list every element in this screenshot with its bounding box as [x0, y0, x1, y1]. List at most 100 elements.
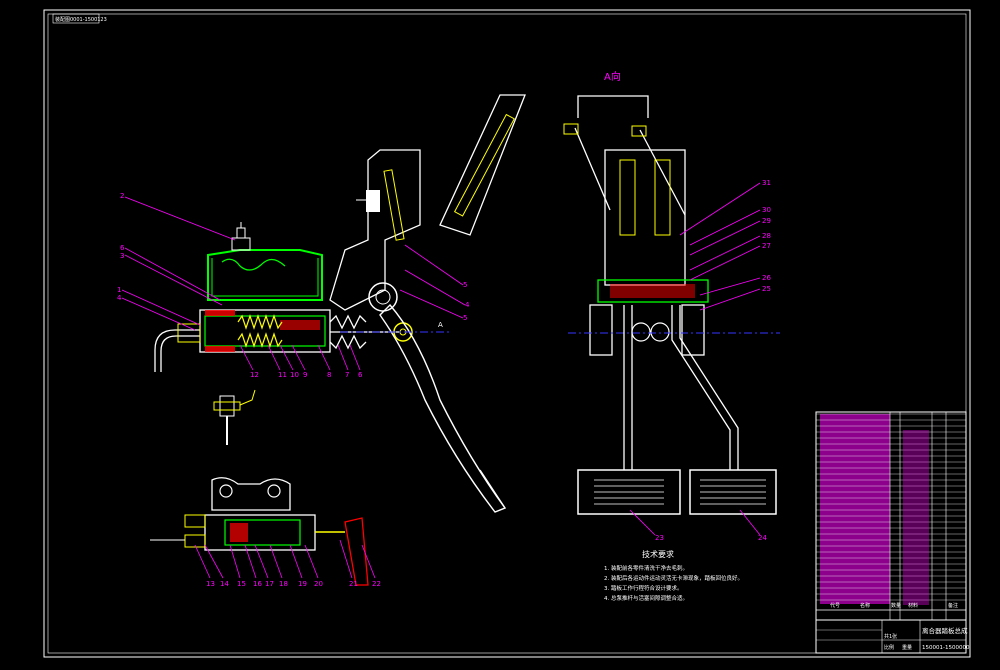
callout-12: 12 — [250, 371, 259, 379]
a-boss-right — [650, 322, 670, 342]
switch-wire — [239, 389, 256, 406]
callout-21: 21 — [349, 580, 358, 588]
switch-nut — [213, 401, 241, 411]
dust-boot-top — [329, 314, 367, 330]
piston-hatch — [280, 320, 320, 330]
view-label: A向 — [604, 70, 621, 83]
lower-pad — [344, 517, 369, 586]
return-spring — [237, 314, 283, 330]
callout-4b: 4 — [465, 301, 470, 309]
callout-29: 29 — [762, 217, 771, 225]
drawing-title: 离合器踏板总成 — [922, 626, 968, 635]
dust-boot-bottom — [329, 334, 367, 350]
callout-10: 10 — [290, 371, 299, 379]
right-pedal-pad — [689, 469, 777, 515]
callout-3: 3 — [120, 252, 124, 260]
callout-24: 24 — [758, 534, 767, 542]
tech-note-1: 1. 装配前各零件清洗干净去毛刺。 — [604, 564, 688, 572]
scale-label: 比例 — [884, 644, 894, 651]
inlet-pipe-outer — [154, 329, 200, 372]
a-leaders — [629, 182, 761, 536]
stamp-text: 装配图0001-1500123 — [55, 16, 107, 23]
hatch-a — [205, 310, 235, 316]
callout-15: 15 — [237, 580, 246, 588]
lower-bracket — [211, 477, 291, 511]
pivot-outer — [368, 282, 398, 312]
reservoir-inner — [211, 258, 319, 297]
a-rod-1 — [619, 159, 636, 236]
callout-22: 22 — [372, 580, 381, 588]
title-block: 代号 名称 数量 材料 备注 离合器踏板总成 150001-1500000 比例… — [815, 411, 970, 654]
pedal-pad-edge — [479, 469, 506, 509]
bom-frame — [815, 411, 967, 654]
callout-26: 26 — [762, 274, 771, 282]
return-spring-2 — [237, 332, 283, 348]
hdr-mat: 材料 — [908, 602, 918, 609]
callout-20: 20 — [314, 580, 323, 588]
a-shaft — [597, 279, 709, 303]
lower-callouts: 13 14 15 16 17 18 19 20 21 22 — [206, 580, 381, 588]
inner-border — [47, 13, 967, 654]
callout-9: 9 — [303, 371, 307, 379]
a-rod-2 — [654, 159, 671, 236]
callout-16: 16 — [253, 580, 262, 588]
tech-title: 技术要求 — [642, 549, 674, 559]
lower-fitting-bottom — [184, 534, 206, 548]
a-bracket — [604, 149, 686, 286]
pedal-bracket — [329, 149, 421, 311]
section-mark: A — [438, 321, 443, 329]
outer-border — [43, 9, 971, 658]
nut-left — [563, 123, 579, 135]
reservoir-body — [207, 249, 323, 301]
a-foot-left — [589, 304, 613, 356]
callout-18: 18 — [279, 580, 288, 588]
pivot-inner — [375, 289, 391, 305]
bom-names-fill — [820, 414, 890, 604]
callout-31: 31 — [762, 179, 771, 187]
nut-right — [631, 125, 647, 137]
a-shaft-hatch — [610, 284, 695, 298]
cylinder-bore — [204, 315, 326, 347]
callout-25: 25 — [762, 285, 771, 293]
callout-11: 11 — [278, 371, 287, 379]
hdr-name: 名称 — [860, 602, 870, 609]
lower-fitting-top — [184, 514, 206, 528]
callout-6b: 6 — [358, 371, 363, 379]
callout-19: 19 — [298, 580, 307, 588]
hdr-note: 备注 — [948, 602, 958, 609]
drawing-number: 150001-1500000 — [922, 645, 970, 651]
spring-rod-right — [639, 129, 686, 216]
a-view — [563, 95, 780, 515]
reservoir-baffle — [221, 258, 286, 271]
a-foot-right — [681, 304, 705, 356]
a-boss-left — [631, 322, 651, 342]
main-leaders — [121, 196, 466, 371]
spring-rod-left — [574, 127, 611, 211]
lower-hatch — [230, 523, 248, 542]
callout-8: 8 — [327, 371, 331, 379]
tech-note-2: 2. 装配后各运动件运动灵活无卡滞现象，踏板回位良好。 — [604, 574, 743, 582]
callout-7: 7 — [345, 371, 349, 379]
callout-5: 5 — [463, 281, 467, 289]
switch-detail — [213, 389, 256, 445]
callout-14: 14 — [220, 580, 229, 588]
adjust-rod-right — [453, 113, 515, 217]
lower-view — [150, 477, 369, 586]
upper-arm — [439, 94, 526, 236]
cap-vent — [236, 227, 246, 239]
callout-17: 17 — [265, 580, 274, 588]
a-callouts: 31 30 29 28 27 26 25 23 24 — [655, 179, 771, 542]
hdr-code: 代号 — [830, 602, 840, 609]
weight-label: 重量 — [902, 644, 912, 651]
hatch-b — [205, 346, 235, 352]
adjust-rod-left — [383, 169, 405, 241]
bom-material-fill — [903, 430, 929, 605]
stamp-box — [52, 13, 100, 24]
sheet-label: 共1张 — [884, 633, 897, 640]
callout-13: 13 — [206, 580, 215, 588]
callout-23: 23 — [655, 534, 664, 542]
bom-rows — [816, 413, 966, 601]
main-callouts: 2 6 3 1 4 12 11 10 9 8 7 6 5 4 5 — [117, 192, 470, 379]
